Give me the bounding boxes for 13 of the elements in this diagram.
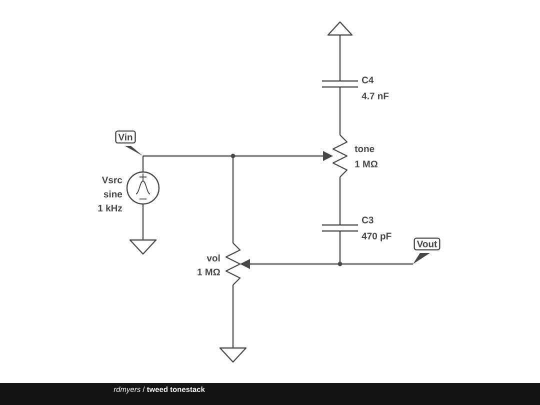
component-label: C4 xyxy=(362,76,374,84)
component-label: 470 pF xyxy=(362,232,392,242)
net-label-flag: Vout xyxy=(414,238,440,250)
component-label: 1 kHz xyxy=(98,204,122,212)
component-label: tone xyxy=(354,146,374,152)
component-label: C3 xyxy=(362,216,374,224)
component-label: sine xyxy=(104,190,122,198)
component-label: Vsrc xyxy=(102,176,122,184)
net-label-flag: Vin xyxy=(115,130,136,144)
component-label: vol xyxy=(206,254,220,262)
component-label: 1 MΩ xyxy=(198,268,220,276)
component-label: 4.7 nF xyxy=(362,92,389,100)
component-label: 1 MΩ xyxy=(355,160,378,168)
